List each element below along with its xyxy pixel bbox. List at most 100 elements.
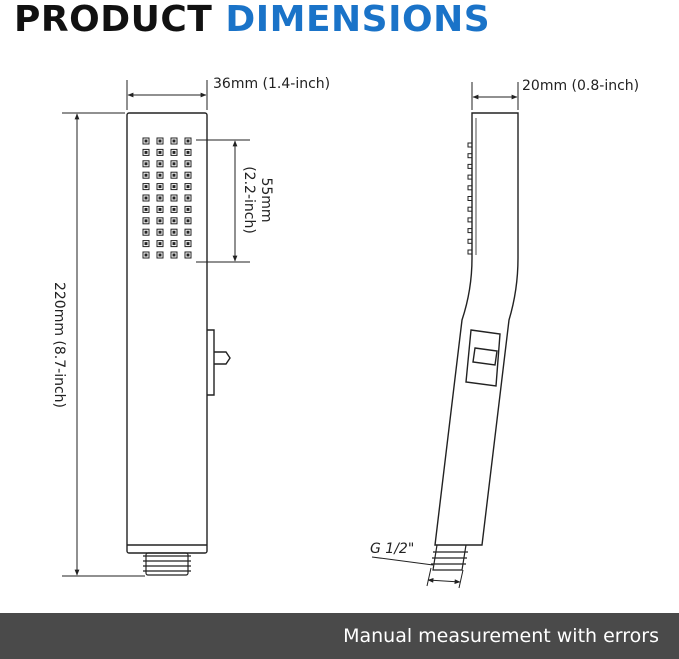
- side-view: [431, 112, 519, 571]
- nozzle-hole: [144, 150, 148, 154]
- nozzle-hole: [186, 185, 190, 189]
- nozzle-hole: [172, 219, 176, 223]
- nozzle: [184, 160, 192, 168]
- nozzle: [170, 228, 178, 236]
- depth-label: 20mm (0.8-inch): [522, 78, 639, 94]
- nozzle-hole: [172, 196, 176, 200]
- nozzle: [156, 171, 164, 179]
- page-title: PRODUCT DIMENSIONS: [14, 0, 490, 42]
- nozzle-hole: [186, 139, 190, 143]
- nozzle-hole: [158, 185, 162, 189]
- side-ridge: [467, 217, 473, 223]
- nozzle: [156, 205, 164, 213]
- nozzle-hole: [144, 173, 148, 177]
- nozzle-hole: [172, 230, 176, 234]
- side-ridge: [467, 185, 473, 191]
- nozzle: [142, 183, 150, 191]
- nozzle-hole: [172, 242, 176, 246]
- nozzle-hole: [186, 150, 190, 154]
- spray-label-mm: 55mm: [258, 177, 274, 222]
- front-hose-connector: [143, 552, 191, 576]
- nozzle-hole: [172, 139, 176, 143]
- title-word-product: PRODUCT: [14, 0, 213, 40]
- nozzle: [142, 194, 150, 202]
- nozzle: [142, 217, 150, 225]
- nozzle-hole: [158, 253, 162, 257]
- height-label: 220mm (8.7-inch): [51, 282, 67, 408]
- side-nozzle-ridges: [467, 142, 473, 255]
- nozzle: [170, 148, 178, 156]
- nozzle: [170, 194, 178, 202]
- nozzle-hole: [186, 242, 190, 246]
- side-ridge: [467, 196, 473, 201]
- nozzle: [142, 251, 150, 259]
- nozzle: [142, 240, 150, 248]
- side-ridge: [467, 153, 473, 159]
- nozzle-hole: [172, 150, 176, 154]
- nozzle-hole: [158, 150, 162, 154]
- side-ridge: [467, 163, 473, 169]
- nozzle-hole: [144, 207, 148, 211]
- footer-bar: Manual measurement with errors: [0, 613, 679, 659]
- nozzle-hole: [144, 253, 148, 257]
- nozzle-hole: [172, 162, 176, 166]
- nozzle: [156, 217, 164, 225]
- nozzle: [170, 160, 178, 168]
- nozzle: [184, 228, 192, 236]
- thread-dimension-line: [427, 577, 461, 585]
- nozzle-hole: [158, 196, 162, 200]
- side-hose-connector: [431, 544, 468, 571]
- nozzle: [170, 240, 178, 248]
- nozzle: [156, 251, 164, 259]
- nozzle-hole: [186, 196, 190, 200]
- nozzle: [142, 205, 150, 213]
- nozzle-hole: [158, 139, 162, 143]
- nozzle-hole: [186, 219, 190, 223]
- nozzle-hole: [186, 173, 190, 177]
- nozzle: [142, 160, 150, 168]
- pause-button-icon: [207, 329, 231, 396]
- nozzle-hole: [158, 219, 162, 223]
- thread-label: G 1/2": [370, 541, 414, 557]
- nozzle: [142, 228, 150, 236]
- side-ridge: [467, 228, 473, 234]
- nozzle-hole: [158, 207, 162, 211]
- nozzle-hole: [144, 139, 148, 143]
- nozzle: [156, 183, 164, 191]
- nozzle-hole: [158, 162, 162, 166]
- nozzle: [156, 160, 164, 168]
- nozzle: [156, 148, 164, 156]
- nozzle: [170, 205, 178, 213]
- title-word-dimensions: DIMENSIONS: [225, 0, 491, 40]
- front-handle-body: [126, 112, 208, 554]
- nozzle-hole: [144, 230, 148, 234]
- thread-extension-2: [458, 569, 464, 589]
- nozzle-hole: [172, 253, 176, 257]
- side-ridge: [467, 142, 473, 148]
- nozzle-hole: [186, 207, 190, 211]
- nozzle: [156, 240, 164, 248]
- nozzle-hole: [144, 242, 148, 246]
- dimension-drawing: 36mm (1.4-inch) 220mm (8.7-inch) 55mm (2…: [51, 76, 639, 589]
- nozzle-hole: [186, 230, 190, 234]
- thread-extension-1: [426, 567, 432, 587]
- width-label: 36mm (1.4-inch): [213, 76, 330, 92]
- nozzle: [184, 217, 192, 225]
- thread-leader-line: [371, 556, 434, 566]
- nozzle-hole: [158, 242, 162, 246]
- side-ridge: [467, 206, 473, 212]
- nozzle: [142, 171, 150, 179]
- side-ridge: [467, 174, 473, 180]
- nozzle-hole: [158, 173, 162, 177]
- nozzle-hole: [144, 219, 148, 223]
- nozzle: [156, 137, 164, 145]
- side-ridge: [467, 249, 473, 255]
- spray-nozzle-grid: [142, 137, 192, 259]
- nozzle: [156, 228, 164, 236]
- nozzle: [156, 194, 164, 202]
- nozzle: [184, 251, 192, 259]
- nozzle: [184, 240, 192, 248]
- side-ridge: [467, 238, 473, 244]
- nozzle: [170, 137, 178, 145]
- nozzle-hole: [186, 162, 190, 166]
